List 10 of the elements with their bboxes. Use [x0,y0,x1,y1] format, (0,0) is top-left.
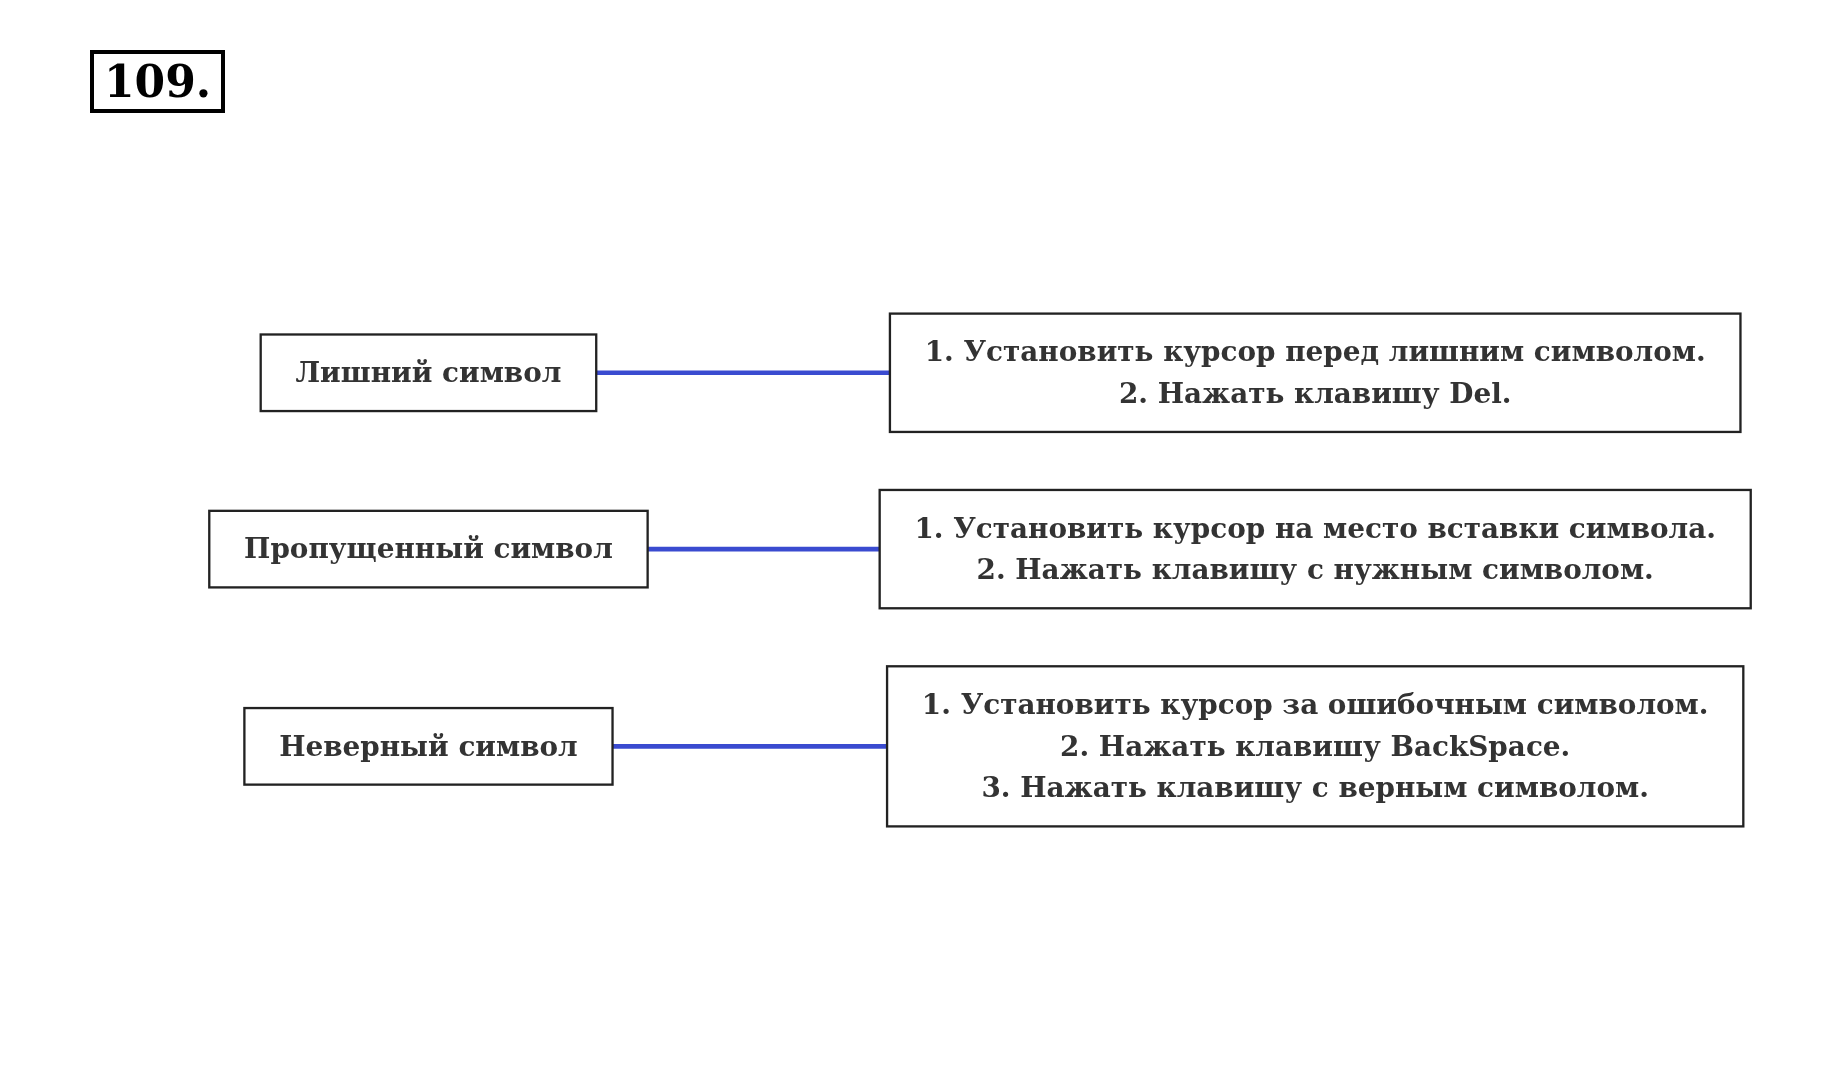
node-box: 1. Установить курсор перед лишним символом. 2. Нажать клавишу Del. [888,312,1742,434]
connector [596,370,890,376]
node-box: 1. Установить курсор на место вставки символа. 2. Нажать клавишу с нужным символом. [878,488,1752,610]
node-box: 1. Установить курсор за ошибочным символом. 2. Нажать клавишу BackSpace. 3. Нажать клавишу с верным символом. [885,665,1745,828]
connector [647,546,880,552]
node-box: Лишний символ [259,333,598,413]
node-box: Неверный символ [243,706,614,786]
connector [612,744,888,749]
exercise-number: 109. [90,50,226,113]
node-box: Пропущенный символ [208,509,649,589]
